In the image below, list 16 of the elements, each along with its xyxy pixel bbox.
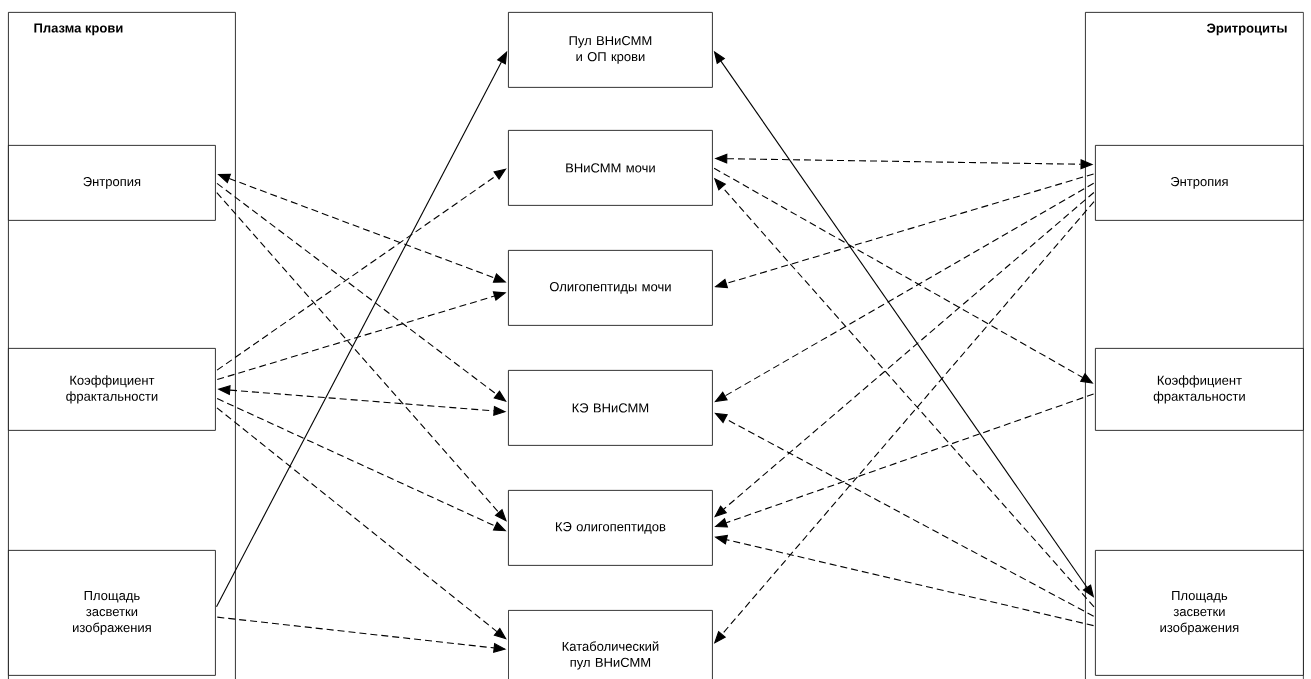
arrow bbox=[216, 168, 507, 371]
box: Пул ВНиСММ и ОП крови bbox=[508, 12, 713, 88]
box: Коэффициент фрактальности bbox=[8, 348, 216, 431]
arrow bbox=[216, 407, 507, 640]
box: Олигопептиды мочи bbox=[508, 250, 713, 326]
box: КЭ ВНиСММ bbox=[508, 370, 713, 446]
box: Энтропия bbox=[1095, 145, 1304, 221]
box: КЭ олигопептидов bbox=[508, 490, 713, 566]
box: Коэффициент фрактальности bbox=[1095, 348, 1304, 431]
box: Энтропия bbox=[8, 145, 216, 221]
arrow bbox=[216, 192, 507, 522]
box: Площадь засветки изображения bbox=[8, 550, 216, 676]
box: ВНиСММ мочи bbox=[508, 130, 713, 206]
box: Площадь засветки изображения bbox=[1095, 550, 1304, 676]
box: Катаболический пул ВНиСММ bbox=[508, 610, 713, 679]
arrow bbox=[714, 412, 1095, 617]
